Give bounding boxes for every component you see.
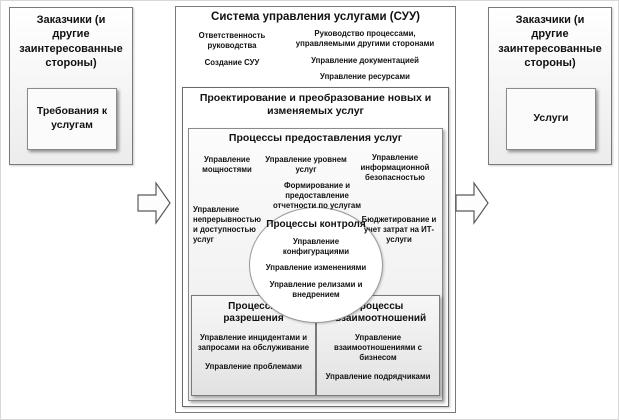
management-responsibility-label: Ответственность руководства [198, 31, 266, 50]
supplier-management-label: Управление подрядчиками [325, 372, 431, 382]
service-level-management-label: Управление уровнем услуг [265, 155, 347, 174]
business-relationship-label: Управление взаимоотношениями с бизнесом [334, 333, 422, 363]
budgeting-accounting-label: Бюджетирование и учет затрат на ИТ-услуг… [361, 215, 437, 244]
service-requirements-box: Требования к услугам [27, 88, 117, 150]
customers-left-title: Заказчики (и другие заинтересованные сто… [19, 14, 123, 69]
sms-panel: Система управления услугами (СУУ) Ответс… [175, 6, 456, 413]
resolution-processes-title: Процессы разрешения [223, 301, 284, 324]
incident-management-label: Управление инцидентами и запросами на об… [197, 333, 310, 353]
service-requirements-label: Требования к услугам [36, 105, 108, 131]
relationship-processes-title: Процессы взаимоотношений [335, 301, 427, 324]
customers-right-panel: Заказчики (и другие заинтересованные сто… [488, 7, 612, 165]
service-delivery-title: Процессы предоставления услуг [228, 132, 403, 144]
control-processes-title: Процессы контроля [266, 219, 366, 230]
services-label: Услуги [533, 112, 569, 125]
control-processes-ellipse: Процессы контроля Управление конфигураци… [249, 207, 383, 323]
continuity-availability-label: Управление непрерывностью и доступностью… [193, 205, 262, 244]
design-transition-title: Проектирование и преобразование новых и … [199, 92, 432, 118]
change-management-label: Управление изменениями [265, 263, 367, 273]
problem-management-label: Управление проблемами [205, 362, 302, 372]
flow-arrow-right-icon [455, 181, 489, 225]
services-box: Услуги [506, 88, 596, 150]
resource-management-label: Управление ресурсами [320, 72, 410, 81]
service-delivery-box: Процессы предоставления услуг Управление… [188, 128, 443, 401]
establish-sms-label: Создание СУУ [204, 58, 260, 67]
information-security-label: Управление информационной безопасностью [360, 153, 430, 182]
flow-arrow-left-icon [137, 181, 171, 225]
configuration-management-label: Управление конфигурациями [282, 237, 350, 256]
documentation-management-label: Управление документацией [311, 56, 419, 65]
release-deployment-label: Управление релизами и внедрением [269, 280, 363, 299]
service-reporting-label: Формирование и предоставление отчетности… [272, 181, 362, 210]
design-transition-box: Проектирование и преобразование новых и … [182, 87, 449, 407]
sms-title: Система управления услугами (СУУ) [211, 11, 420, 23]
customers-right-title: Заказчики (и другие заинтересованные сто… [498, 14, 602, 69]
governance-of-processes-label: Руководство процессами, управляемыми дру… [295, 29, 435, 48]
capacity-management-label: Управление мощностями [202, 155, 252, 174]
customers-left-panel: Заказчики (и другие заинтересованные сто… [9, 7, 133, 165]
